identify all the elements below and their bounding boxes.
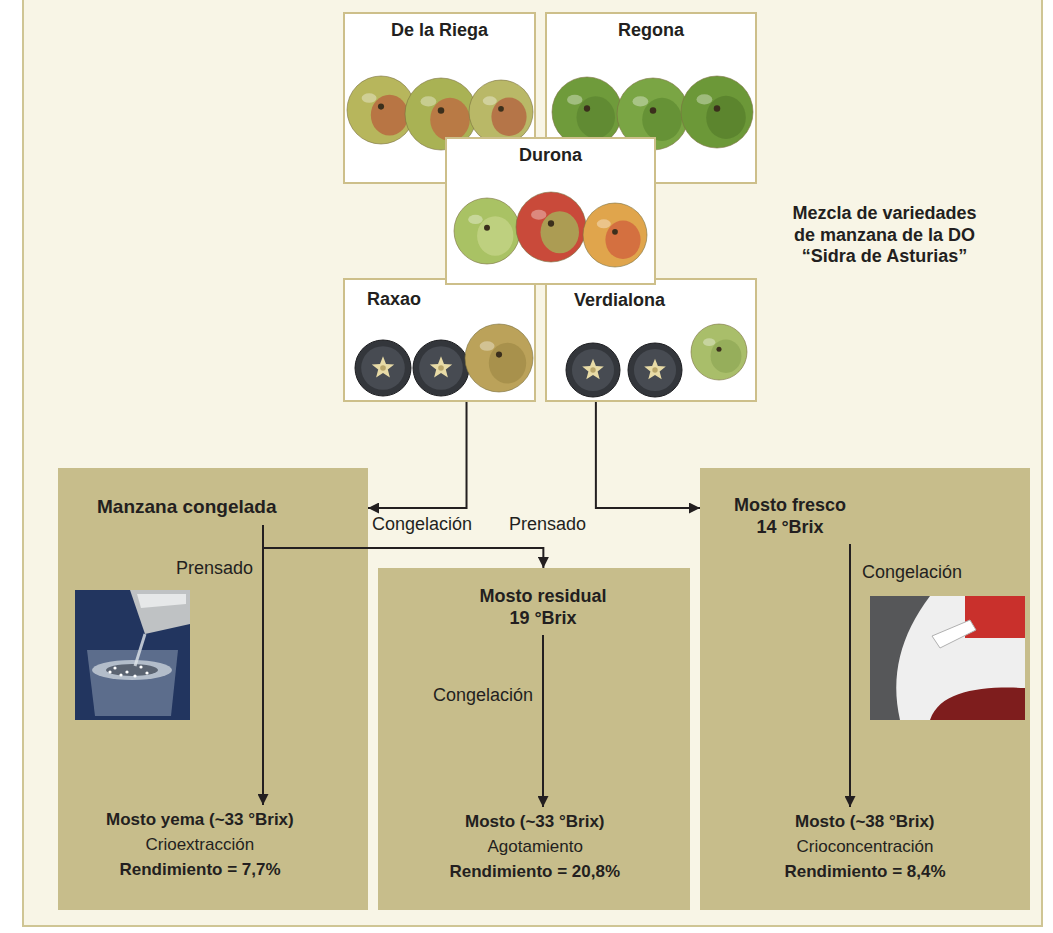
apple [516,192,586,262]
result-text: Mosto (~33 °Brix) [465,812,605,832]
branch-line [263,547,368,549]
step-label: Congelación [433,685,533,707]
flow-connector [368,402,467,508]
result-text: Rendimiento = 20,8% [450,862,621,882]
press-photo [75,590,190,720]
apple [469,80,533,144]
flow-connector [368,548,543,568]
apple [465,324,533,392]
cut-apple [413,340,469,396]
process-panel: Manzana congeladaMosto yema (~33 °Brix) C… [58,468,368,910]
variety-box: Durona [445,137,656,285]
freezer-photo [870,596,1025,720]
variety-name: Verdialona [574,290,665,312]
apple [347,76,415,144]
variety-name: Durona [519,145,582,167]
step-label: Prensado [176,558,253,580]
apple [681,76,753,148]
process-arrow [542,635,544,807]
variety-box: Raxao [343,278,536,402]
apple [583,203,647,267]
variety-box: Verdialona [545,278,757,402]
apple [691,324,747,380]
result-text: Rendimiento = 8,4% [785,862,946,882]
stage-title: Manzana congelada [97,496,277,519]
method-name: Crioextracción [146,835,255,855]
process-panel: Mosto residual 19 °BrixMosto (~33 °Brix)… [378,568,690,910]
result-text: Mosto (~38 °Brix) [795,812,935,832]
method-name: Crioconcentración [797,837,934,857]
variety-name: Raxao [367,289,421,311]
connector-label: Congelación [372,514,472,536]
cut-apple [628,343,682,397]
method-name: Agotamiento [488,837,583,857]
apple [454,198,520,264]
flow-connector [596,402,700,508]
process-arrow [849,544,851,807]
mixture-note: Mezcla de variedades de manzana de la DO… [787,203,982,268]
process-panel: Mosto fresco 14 °BrixMosto (~38 °Brix) Cr… [700,468,1030,910]
cut-apple [566,343,620,397]
process-arrow [262,525,264,805]
cut-apple [355,340,411,396]
step-label: Congelación [862,562,962,584]
variety-name: De la Riega [391,20,488,42]
stage-title: Mosto fresco 14 °Brix [728,495,853,538]
result-text: Rendimiento = 7,7% [120,860,281,880]
connector-label: Prensado [509,514,586,536]
variety-name: Regona [618,20,684,42]
stage-title: Mosto residual 19 °Brix [473,586,613,629]
result-text: Mosto yema (~33 °Brix) [106,810,294,830]
